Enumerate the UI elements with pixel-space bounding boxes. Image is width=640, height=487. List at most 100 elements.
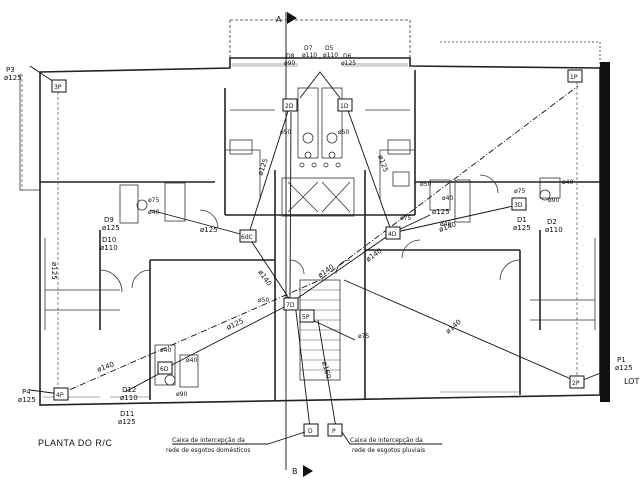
label-p1: P1 bbox=[617, 356, 626, 364]
label-d2-dia: ø110 bbox=[545, 226, 563, 234]
label-d6-dia: ø125 bbox=[341, 60, 356, 67]
pipe-label: ø40 bbox=[160, 347, 171, 354]
svg-text:1D: 1D bbox=[340, 103, 349, 110]
box-1d-top: 1D bbox=[337, 98, 353, 112]
box-1p: 1P bbox=[567, 69, 583, 83]
box-d: D bbox=[303, 423, 319, 437]
label-d5: D5 bbox=[325, 45, 334, 52]
label-d6: D6 bbox=[343, 53, 352, 60]
label-d10-dia: ø110 bbox=[100, 244, 118, 252]
label-p4-dia: ø125 bbox=[18, 396, 36, 404]
pipe-label: ø125 bbox=[200, 226, 218, 234]
label-d9: D9 bbox=[104, 216, 114, 224]
svg-text:3P: 3P bbox=[54, 84, 62, 91]
top-labels: D7 ø110 D5 ø110 D8 ø90 D6 ø125 bbox=[284, 45, 356, 67]
plan-title: PLANTA DO R/C bbox=[38, 438, 112, 448]
pipe-label: ø125 bbox=[50, 262, 58, 280]
pipe-label: ø75 bbox=[148, 197, 159, 204]
pipe-label: ø75 bbox=[400, 215, 411, 222]
pipe-label: ø140 bbox=[96, 360, 115, 374]
svg-text:2D: 2D bbox=[285, 103, 294, 110]
pipe-label: ø50 bbox=[420, 181, 431, 188]
pipe-label: ø40 bbox=[442, 195, 453, 202]
svg-text:7D: 7D bbox=[286, 302, 295, 309]
pipe-label: ø50 bbox=[338, 129, 349, 136]
building-walls bbox=[19, 19, 610, 406]
pipe-label: ø140 bbox=[444, 318, 463, 335]
pipe-label: ø50 bbox=[258, 297, 269, 304]
label-d10: D10 bbox=[102, 236, 116, 244]
label-d1: D1 bbox=[517, 216, 527, 224]
section-arrow-a-icon bbox=[287, 12, 297, 24]
svg-text:6D: 6D bbox=[160, 366, 169, 373]
pipe-label: ø40 bbox=[148, 209, 159, 216]
label-d12: D12 bbox=[122, 386, 136, 394]
caption-pluvial-line-2: rede de esgotos pluviais bbox=[352, 447, 425, 454]
pipe-label: ø75 bbox=[358, 333, 369, 340]
caption-pluvial: Caixa de intercepção da rede de esgotos … bbox=[341, 431, 442, 454]
svg-text:4D: 4D bbox=[388, 231, 397, 238]
caption-domestic-line-1: Caixa de intercepção da bbox=[172, 437, 245, 444]
label-d12-dia: ø110 bbox=[120, 394, 138, 402]
pipe-label: ø140 bbox=[256, 269, 273, 288]
box-2p: 2P bbox=[569, 375, 585, 389]
svg-text:6dC: 6dC bbox=[241, 234, 253, 241]
svg-text:3D: 3D bbox=[514, 202, 523, 209]
box-2d-top: 2D bbox=[282, 98, 298, 112]
caption-domestic-line-2: rede de esgotos domésticos bbox=[166, 447, 250, 454]
section-marker-b: B bbox=[292, 465, 313, 477]
box-4d: 4D bbox=[385, 226, 401, 240]
label-d5-dia: ø110 bbox=[323, 52, 338, 59]
label-d8-dia: ø90 bbox=[284, 60, 295, 67]
pipe-label: ø140 bbox=[317, 263, 336, 280]
box-4p: 4P bbox=[53, 387, 69, 401]
label-d8: D8 bbox=[286, 53, 295, 60]
label-d11-dia: ø125 bbox=[118, 418, 136, 426]
section-label-b: B bbox=[292, 467, 298, 476]
svg-text:1P: 1P bbox=[570, 74, 578, 81]
pipe-label: ø125 bbox=[432, 208, 450, 216]
pipe-label: ø90 bbox=[548, 197, 559, 204]
side-labels: D9 ø125 D10 ø110 D1 ø125 D2 ø110 D12 ø11… bbox=[100, 216, 563, 426]
svg-text:4P: 4P bbox=[56, 392, 64, 399]
caption-domestic: Caixa de intercepção da rede de esgotos … bbox=[166, 431, 306, 454]
box-3p: 3P bbox=[51, 79, 67, 93]
label-p3: P3 bbox=[6, 66, 15, 74]
box-3d: 3D bbox=[511, 197, 527, 211]
svg-text:D: D bbox=[308, 428, 313, 435]
label-d7-dia: ø110 bbox=[302, 52, 317, 59]
pipe-label: ø40 bbox=[440, 221, 451, 228]
box-7d: 7D bbox=[283, 297, 299, 311]
pipe-labels: ø125 ø125 ø125 ø140 ø140 ø140 ø140 ø125 … bbox=[50, 129, 573, 398]
box-6dc: 6dC bbox=[239, 229, 257, 243]
box-p: P bbox=[327, 423, 343, 437]
label-d9-dia: ø125 bbox=[102, 224, 120, 232]
pipe-label: ø50 bbox=[280, 129, 291, 136]
sanitary-fixtures bbox=[119, 87, 561, 388]
svg-text:2P: 2P bbox=[572, 380, 580, 387]
dimension-lines bbox=[21, 12, 578, 470]
svg-text:P: P bbox=[332, 428, 336, 435]
label-d11: D11 bbox=[120, 410, 134, 418]
box-6d: 6D bbox=[157, 361, 173, 375]
label-d1-dia: ø125 bbox=[513, 224, 531, 232]
section-marker-a: A bbox=[276, 12, 297, 24]
pipe-label: ø75 bbox=[514, 188, 525, 195]
pipe-label: ø40 bbox=[186, 357, 197, 364]
pipe-label: ø125 bbox=[225, 317, 244, 332]
svg-text:5P: 5P bbox=[302, 314, 310, 321]
label-p1-dia: ø125 bbox=[615, 364, 633, 372]
label-d7: D7 bbox=[304, 45, 313, 52]
pipe-label: ø40 bbox=[562, 179, 573, 186]
label-d2: D2 bbox=[547, 218, 557, 226]
inspection-boxes: 3P 1P 4P 2P 2D 1D 6dC 4D 3D 7D 5P 6D D P bbox=[51, 69, 585, 437]
caption-pluvial-line-1: Caixa de intercepção da bbox=[350, 437, 423, 444]
corner-labels: P3 ø125 P1 ø125 P4 ø125 LOT bbox=[4, 66, 639, 404]
section-label-a: A bbox=[276, 15, 282, 24]
box-5p: 5P bbox=[299, 309, 315, 323]
label-p4: P4 bbox=[22, 388, 31, 396]
pipe-label: ø90 bbox=[176, 391, 187, 398]
pipe-label: ø125 bbox=[376, 154, 390, 173]
label-p3-dia: ø125 bbox=[4, 74, 22, 82]
